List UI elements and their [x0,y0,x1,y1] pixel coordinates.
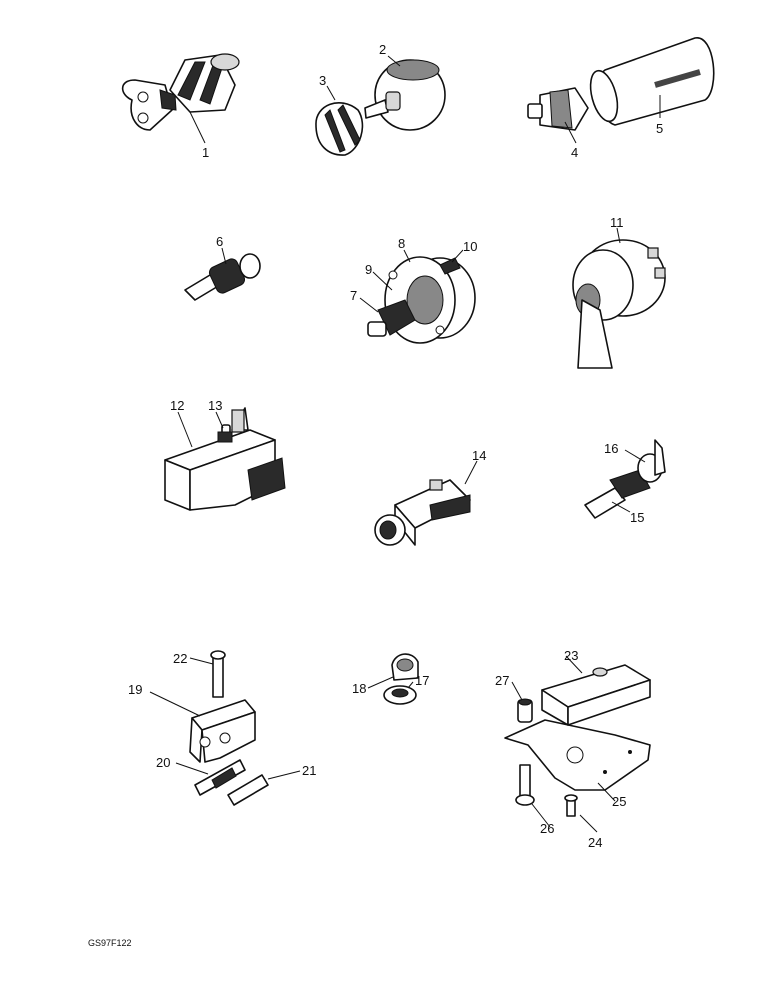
callout-9: 9 [365,262,372,277]
callout-5: 5 [656,121,663,136]
leader-lines [149,55,661,833]
callout-11: 11 [610,215,624,230]
cover-tube-part-5 [589,37,715,126]
screw-part-22 [210,650,226,698]
elbow-part-16 [637,439,666,483]
sender-part-6 [184,253,261,301]
bulb-part-18 [391,653,419,681]
screw-part-26 [515,764,535,806]
callout-26: 26 [540,821,554,836]
rotary-switch-part-2 [364,59,446,131]
figure-code: GS97F122 [88,938,132,948]
lever-switch-part-11 [572,239,666,369]
callout-18: 18 [352,681,366,696]
callout-20: 20 [156,755,170,770]
callout-16: 16 [604,441,618,456]
callout-14: 14 [472,448,486,463]
fuse-holder-part-19 [189,699,256,763]
callout-22: 22 [173,651,187,666]
switch-part-4 [527,87,589,131]
fuse-part-20 [194,759,246,796]
callout-8: 8 [398,236,405,251]
callout-7: 7 [350,288,357,303]
callout-1: 1 [202,145,209,160]
callout-15: 15 [630,510,644,525]
callout-19: 19 [128,682,142,697]
callout-6: 6 [216,234,223,249]
screw-part-13 [217,424,233,443]
knob-part-3 [315,101,364,156]
callout-17: 17 [415,673,429,688]
flange-switch-parts-7-10 [367,256,476,344]
washer-part-17 [383,685,417,705]
callout-25: 25 [612,794,626,809]
callout-27: 27 [495,673,509,688]
callout-2: 2 [379,42,386,57]
relay-box-part-12 [164,407,286,511]
callout-21: 21 [302,763,316,778]
plate-part-25 [504,719,651,791]
callout-3: 3 [319,73,326,88]
callout-23: 23 [564,648,578,663]
screw-part-24 [564,794,578,817]
callout-13: 13 [208,398,222,413]
fuse-part-21 [227,774,269,806]
callout-10: 10 [463,239,477,254]
callout-labels: 1 2 3 4 5 6 7 8 9 10 11 12 13 14 15 16 1… [128,42,663,850]
push-switch-part-14 [374,479,471,546]
callout-12: 12 [170,398,184,413]
block-part-23 [541,664,651,726]
ignition-switch-part-1 [121,53,240,131]
callout-4: 4 [571,145,578,160]
callout-24: 24 [588,835,602,850]
spacer-part-27 [517,698,533,723]
